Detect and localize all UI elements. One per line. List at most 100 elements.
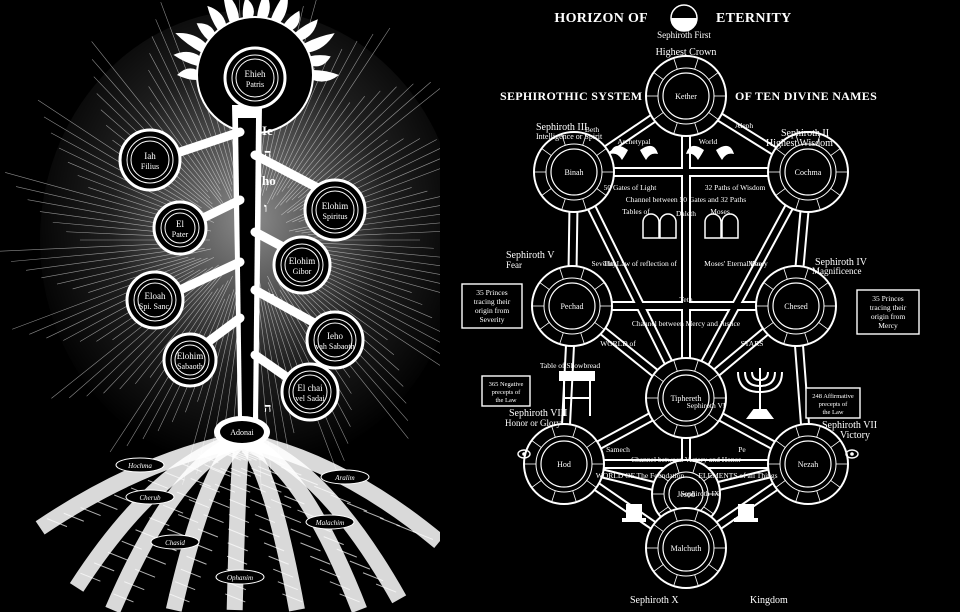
left-node-attribute: vel Sadai	[295, 394, 325, 403]
root-label-badge	[115, 457, 165, 473]
interior-label-severity: Severity	[592, 259, 617, 268]
channel-path-inner	[571, 169, 689, 401]
root-label-badge	[215, 569, 265, 585]
root-label-badge	[305, 514, 355, 530]
interior-label-sephiroth-ix: Sephiroth IX	[681, 489, 721, 498]
trunk-inner	[238, 118, 256, 418]
menorah-icon	[737, 368, 783, 419]
root-label: Cherub	[140, 494, 162, 502]
sephira-node-h: Hod	[523, 423, 605, 505]
svg-text:Mercy: Mercy	[878, 321, 898, 330]
interior-label-channel-top: Channel between 50 Gates and 32 Paths	[626, 195, 746, 204]
interior-label-eternal-law: Moses' Eternal Law	[704, 259, 764, 268]
label-victory: Victory	[840, 430, 870, 441]
sephira-node-c: Cochma	[767, 131, 849, 213]
svg-text:35 Princes: 35 Princes	[476, 288, 508, 297]
sephira-name: Tiphereth	[671, 394, 702, 403]
left-node-name: Iah	[144, 151, 156, 161]
label-sephiroth-v: Sephiroth V	[506, 250, 555, 261]
label-sephiroth-iii: Sephiroth III	[536, 122, 587, 133]
root-label: Ophanim	[227, 574, 253, 582]
root-label: Hochma	[127, 462, 152, 470]
interior-label-daleth: Daleth	[676, 209, 696, 218]
svg-text:tracing their: tracing their	[870, 303, 907, 312]
interior-label-world: World	[699, 137, 718, 146]
svg-text:248 Affirmative: 248 Affirmative	[812, 393, 854, 400]
label-sephiroth-vii: Sephiroth VII	[822, 420, 877, 431]
trunk-letter: ה	[264, 146, 271, 161]
sephira-name: Nezah	[798, 460, 818, 469]
interior-label-gates: 50 Gates of Light	[604, 183, 658, 192]
label-intelligence: Intelligence or Spirit	[536, 132, 603, 141]
eye-icon-right	[845, 449, 859, 459]
root-label: Malachim	[315, 519, 344, 527]
root-label-badge	[125, 489, 175, 505]
eye-icon-left	[517, 449, 531, 459]
sephira-node-ch: Chesed	[755, 265, 837, 347]
system-title-right: OF TEN DIVINE NAMES	[735, 89, 877, 103]
svg-text:precepts of: precepts of	[819, 401, 849, 408]
trunk-letter: Ie	[262, 123, 273, 138]
header-eternity: ETERNITY	[716, 11, 792, 26]
sephira-name: Malchuth	[671, 544, 702, 553]
sephiroth-first-label: Sephiroth First	[657, 30, 711, 40]
root-label: Aralim	[334, 474, 354, 482]
interior-label-table-showbread: Table of Showbread	[540, 361, 601, 370]
interior-label-tables: Tables of	[622, 207, 650, 216]
interior-label-moses: Moses	[710, 207, 730, 216]
interior-label-sephiroth-vi: Sephiroth VI	[687, 401, 726, 410]
svg-text:the Law: the Law	[822, 409, 843, 416]
left-node-attribute: Gibor	[293, 267, 312, 276]
interior-label-teth: Teth	[679, 295, 692, 304]
interior-label-aleph: Aleph	[735, 121, 754, 130]
left-node-attribute: vah Sabaoth	[315, 342, 354, 351]
sephira-node-k: Kether	[645, 55, 727, 137]
label-highest-wisdom: Highest Wisdom	[766, 138, 833, 149]
sephira-node-m: Malchuth	[645, 507, 727, 589]
altar-icons	[622, 504, 758, 522]
svg-text:tracing their: tracing their	[474, 297, 511, 306]
tablets-of-law-icon	[642, 213, 739, 239]
left-node-name: Ehieh	[245, 69, 266, 79]
svg-text:35 Princes: 35 Princes	[872, 294, 904, 303]
left-node-name: Elohim	[289, 256, 316, 266]
trunk-letter: ו	[264, 200, 267, 215]
interior-label-channel-mid: Channel between Mercy and Justice	[632, 319, 741, 328]
sephira-name: Binah	[564, 168, 583, 177]
interior-label-law-reflection: The Law of reflection of	[603, 259, 677, 268]
interior-label-world-of: WORLD of	[600, 339, 636, 348]
interior-label-archetypal: Archetypal	[617, 137, 650, 146]
sephira-node-t: Tiphereth	[645, 357, 727, 439]
left-node-name: Elohim	[177, 351, 204, 361]
left-node-name: Ieho	[327, 331, 343, 341]
trunk-letter: ה	[264, 400, 271, 415]
box-248-affirmative-precepts: 248 Affirmative precepts of the Law	[805, 387, 861, 419]
svg-text:365 Negative: 365 Negative	[489, 381, 524, 388]
interior-label-pe: Pe	[738, 445, 746, 454]
svg-text:the Law: the Law	[495, 397, 516, 404]
malkuth-root-label: Adonai	[230, 428, 254, 437]
root-label: Chasid	[165, 539, 185, 547]
left-node-name: Eloah	[145, 291, 166, 301]
system-title-left: SEPHIROTHIC SYSTEM	[500, 89, 642, 103]
label-magnificence: Magnificence	[812, 266, 861, 276]
root-label-badge	[150, 534, 200, 550]
crown-flames-icon	[173, 0, 339, 82]
svg-text:origin from: origin from	[475, 306, 510, 315]
label-kingdom: Kingdom	[750, 595, 788, 606]
sephira-node-b: Binah	[533, 131, 615, 213]
box-35-princes-severity: 35 Princes tracing their origin from Sev…	[461, 283, 523, 329]
